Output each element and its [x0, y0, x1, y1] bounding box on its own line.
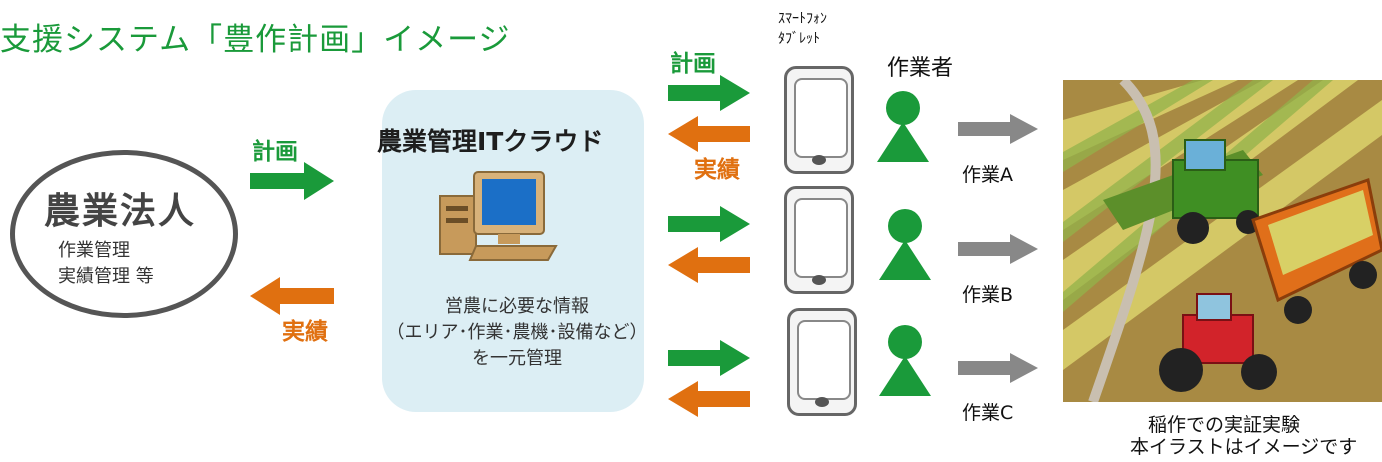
person-icon: [877, 91, 929, 162]
smartphone-icon: [784, 186, 854, 294]
arrow-right-icon: [958, 114, 1038, 144]
arrow-right-icon: [958, 234, 1038, 264]
cloud-text-line-3: を一元管理: [472, 348, 562, 369]
corporation-line-2: 実績管理 等: [58, 266, 154, 287]
person-icon: [879, 209, 931, 280]
arrow-right-icon: [958, 353, 1038, 383]
corporation-name: 農業法人: [44, 191, 197, 232]
device-label-line-2: ﾀﾌﾞﾚｯﾄ: [778, 31, 820, 47]
arrow-left-icon: [668, 116, 750, 152]
result-label-device: 実績: [694, 157, 740, 183]
arrow-right-icon: [668, 206, 750, 242]
computer-icon: [439, 171, 558, 261]
arrow-left-icon: [668, 247, 750, 283]
arrow-right-icon: [250, 162, 334, 200]
corporation-line-1: 作業管理: [58, 240, 130, 261]
worker-label: 作業者: [887, 56, 954, 81]
rice-field-illustration: [1063, 80, 1382, 402]
corporation-oval: [10, 150, 238, 318]
arrow-left-icon: [668, 381, 750, 417]
cloud-text-line-2: （エリア･作業･農機･設備など）: [386, 322, 648, 343]
diagram-title: 支援システム「豊作計画」イメージ: [0, 22, 511, 58]
field-caption-line-1: 稲作での実証実験: [1148, 414, 1301, 436]
arrow-right-icon: [668, 75, 750, 111]
smartphone-icon: [784, 66, 854, 174]
task-label-c: 作業C: [962, 402, 1014, 424]
task-label-b: 作業B: [962, 284, 1014, 306]
plan-label-device: 計画: [670, 51, 716, 77]
person-icon: [879, 325, 931, 396]
plan-label-corp: 計画: [252, 139, 298, 165]
smartphone-icon: [787, 308, 857, 416]
field-caption-line-2: 本イラストはイメージです: [1130, 436, 1358, 458]
cloud-text-line-1: 営農に必要な情報: [445, 296, 589, 317]
result-label-corp: 実績: [282, 319, 328, 345]
cloud-title: 農業管理ITクラウド: [377, 127, 604, 156]
task-label-a: 作業A: [962, 164, 1013, 186]
arrow-right-icon: [668, 340, 750, 376]
arrow-left-icon: [250, 277, 334, 315]
device-label-line-1: ｽﾏｰﾄﾌｫﾝ: [778, 11, 827, 27]
